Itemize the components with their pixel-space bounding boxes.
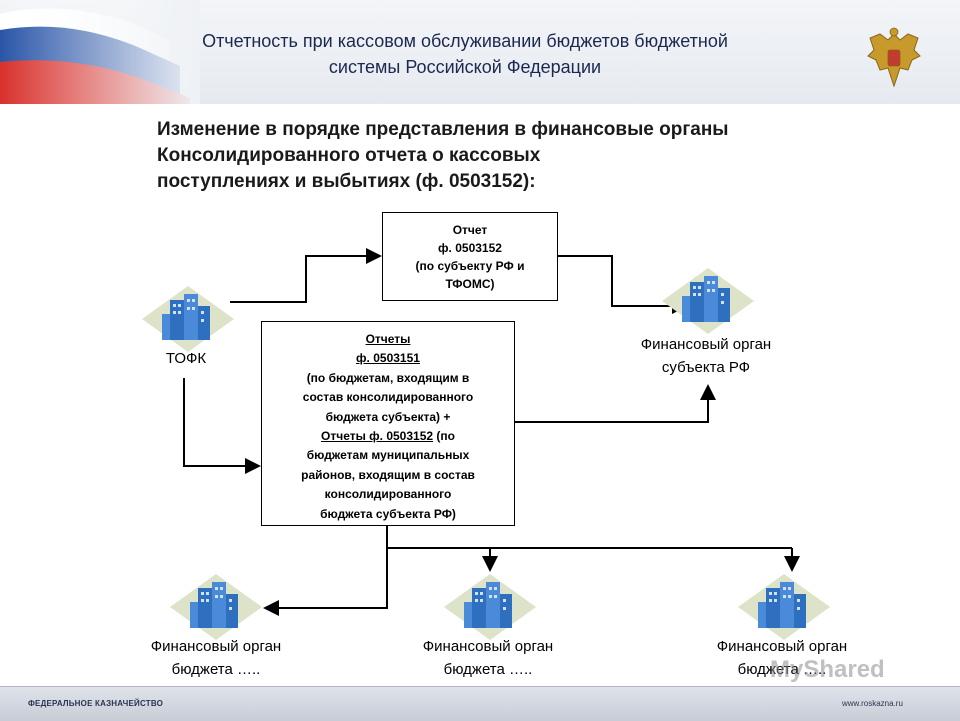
footer-org-name: ФЕДЕРАЛЬНОЕ КАЗНАЧЕЙСТВО xyxy=(28,699,164,708)
tofk-building-icon xyxy=(142,286,234,352)
subtitle-line-3: поступлениях и выбытиях (ф. 0503152): xyxy=(157,171,536,192)
connector-tofk-to-top-box xyxy=(230,248,382,303)
fin-budget-3-label-line-2: бюджета ….. xyxy=(737,661,827,678)
fin-budget-3-building-icon xyxy=(738,574,830,640)
top-box-line-3: (по субъекту РФ и xyxy=(415,259,525,273)
tofk-label: ТОФК xyxy=(165,350,207,367)
fin-budget-2-label-line-2: бюджета ….. xyxy=(443,661,533,678)
fin-subject-label: Финансовый орган субъекта РФ xyxy=(606,333,806,379)
header-title-line-2: системы Российской Федерации xyxy=(328,57,602,77)
fin-budget-3-label-line-1: Финансовый орган xyxy=(716,638,848,655)
mid-box-line-1: Отчеты xyxy=(365,332,411,346)
mid-box-line-8: районов, входящим в состав xyxy=(301,467,475,482)
flag-graphic xyxy=(0,0,200,104)
fin-budget-3-label: Финансовый орган бюджета ….. xyxy=(682,635,882,681)
connector-middle-box-to-fin-budget-1 xyxy=(263,526,388,616)
watermark: MyShared xyxy=(770,656,885,683)
mid-box-line-6-rest: (по xyxy=(433,429,455,444)
fin-budget-1-label: Финансовый орган бюджета ….. xyxy=(116,635,316,681)
fin-budget-1-label-line-1: Финансовый орган xyxy=(150,638,282,655)
connector-top-box-to-fin-subject xyxy=(558,255,688,314)
mid-box-line-7: бюджетам муниципальных xyxy=(306,448,470,463)
subtitle-line-2: Консолидированного отчета о кассовых xyxy=(157,145,541,166)
fin-budget-1-building-icon xyxy=(170,574,262,640)
top-box-line-4: ТФОМС) xyxy=(445,277,495,291)
connector-middle-box-to-fin-subject xyxy=(515,384,716,423)
mid-box-line-5: бюджета субъекта) + xyxy=(325,409,451,424)
mid-box-line-10: бюджета субъекта РФ) xyxy=(320,506,456,521)
double-headed-eagle-emblem-icon xyxy=(867,27,921,88)
top-box-line-1: Отчет xyxy=(452,223,488,237)
slide-subtitle: Изменение в порядке представления в фина… xyxy=(157,117,917,195)
mid-box-line-6: Отчеты ф. 0503152 (по xyxy=(266,427,510,446)
fin-budget-1-label-line-2: бюджета ….. xyxy=(171,661,261,678)
fin-subject-label-line-1: Финансовый орган xyxy=(640,336,772,353)
header-banner: Отчетность при кассовом обслуживании бюд… xyxy=(0,0,960,104)
connector-tofk-to-middle-box xyxy=(183,378,261,474)
footer-bar: ФЕДЕРАЛЬНОЕ КАЗНАЧЕЙСТВО www.roskazna.ru xyxy=(0,686,960,721)
fin-budget-2-label: Финансовый орган бюджета ….. xyxy=(388,635,588,681)
mid-box-line-9: консолидированного xyxy=(324,487,452,502)
subtitle-line-1: Изменение в порядке представления в фина… xyxy=(157,119,729,140)
fin-budget-2-building-icon xyxy=(444,574,536,640)
fin-budget-2-label-line-1: Финансовый орган xyxy=(422,638,554,655)
footer-website-link[interactable]: www.roskazna.ru xyxy=(842,699,903,708)
header-title: Отчетность при кассовом обслуживании бюд… xyxy=(160,28,770,80)
mid-box-line-3: (по бюджетам, входящим в xyxy=(306,370,470,385)
fin-subject-building-icon xyxy=(662,268,754,334)
mid-box-line-4: состав консолидированного xyxy=(302,390,474,405)
top-box-line-2: ф. 0503152 xyxy=(438,241,502,255)
mid-box-line-6-underlined: Отчеты ф. 0503152 xyxy=(321,429,434,444)
report-box-0503152: Отчет ф. 0503152 (по субъекту РФ и ТФОМС… xyxy=(382,212,558,301)
mid-box-line-2: ф. 0503151 xyxy=(356,351,420,366)
fin-subject-label-line-2: субъекта РФ xyxy=(661,359,751,376)
header-title-line-1: Отчетность при кассовом обслуживании бюд… xyxy=(202,31,728,51)
reports-box-0503151: Отчеты ф. 0503151 (по бюджетам, входящим… xyxy=(261,321,515,526)
